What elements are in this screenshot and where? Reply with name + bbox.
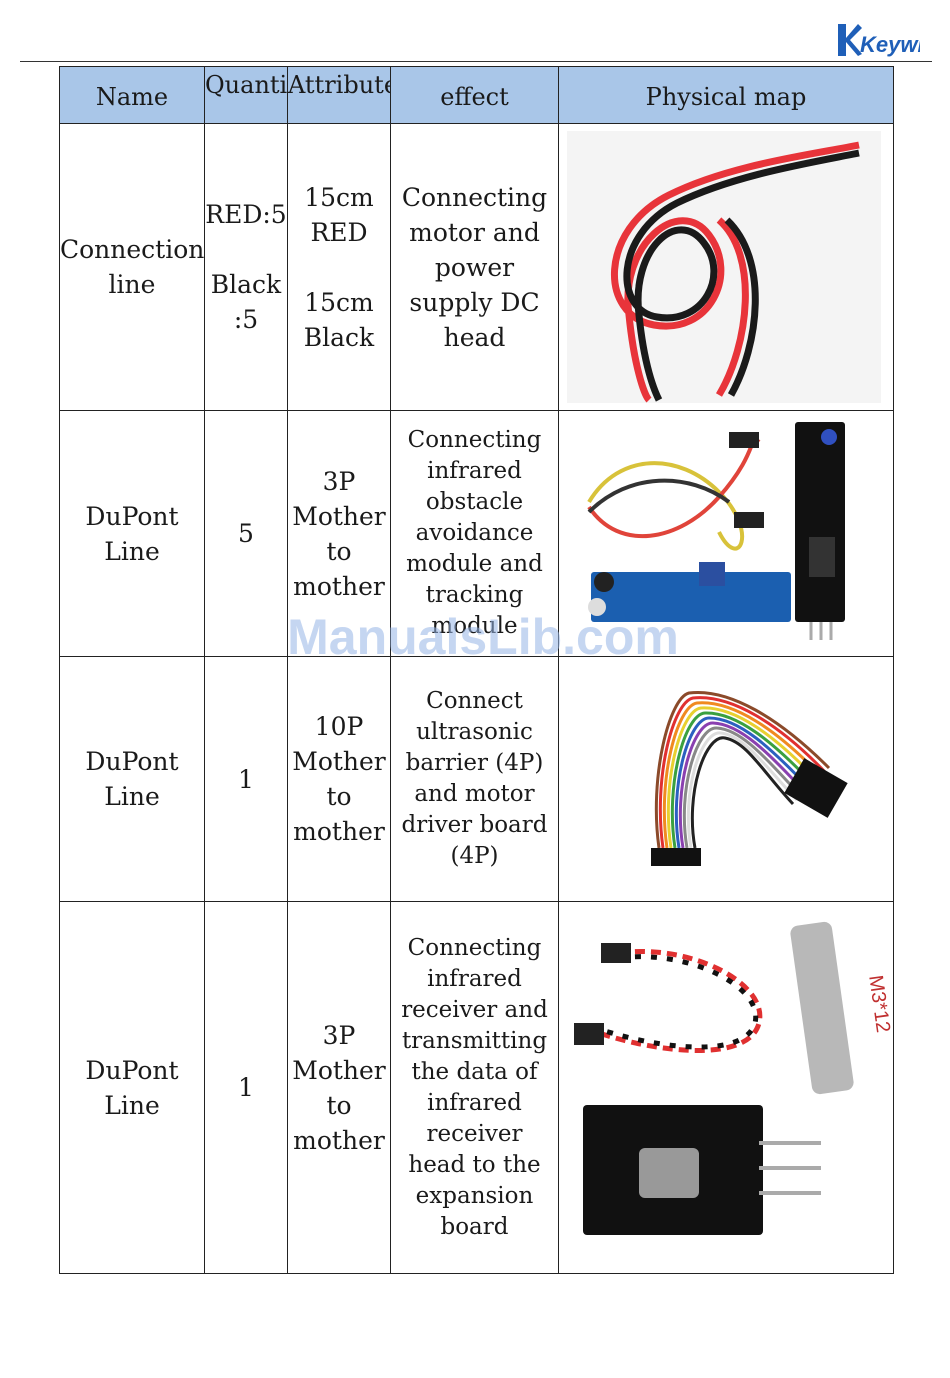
logo-wordmark: Keywish xyxy=(860,32,920,57)
keywish-logo-graphic: Keywish xyxy=(838,24,920,57)
table-row: DuPont Line 1 10P Mother to mother Conne… xyxy=(59,656,894,902)
col-header-attributes: Attributes xyxy=(287,66,391,124)
cell-quantity: 5 xyxy=(204,410,288,657)
cell-attributes: 3P Mother to mother xyxy=(287,901,391,1274)
dupont-3p-and-sensor-modules-image xyxy=(587,421,845,640)
cell-name: DuPont Line xyxy=(59,901,205,1274)
col-header-physical-map: Physical map xyxy=(558,66,894,124)
cell-quantity: 1 xyxy=(204,656,288,902)
parts-table: Name Quantity Attributes effect Physical… xyxy=(59,66,894,1274)
header-rule xyxy=(20,61,932,62)
table-row: DuPont Line 1 3P Mother to mother Connec… xyxy=(59,901,894,1274)
cell-attributes: 3P Mother to mother xyxy=(287,410,391,657)
cell-effect: Connecting motor and power supply DC hea… xyxy=(390,123,559,411)
cell-attributes: 15cm RED 15cm Black xyxy=(287,123,391,411)
cell-quantity: 1 xyxy=(204,901,288,1274)
red-black-wire-image xyxy=(567,130,881,403)
cell-physical-map xyxy=(558,656,894,902)
table-header-row: Name Quantity Attributes effect Physical… xyxy=(59,66,894,124)
dupont-10p-ribbon-image xyxy=(651,690,848,866)
cell-physical-map xyxy=(558,123,894,411)
cell-name: Connection line xyxy=(59,123,205,411)
col-header-quantity: Quantity xyxy=(204,66,288,124)
cell-quantity: RED:5 Black :5 xyxy=(204,123,288,411)
cell-name: DuPont Line xyxy=(59,410,205,657)
col-header-effect: effect xyxy=(390,66,559,124)
col-header-name: Name xyxy=(59,66,205,124)
cell-physical-map: M3*12 xyxy=(558,901,894,1274)
keywish-logo: Keywish xyxy=(838,22,920,58)
screw-marking: M3*12 xyxy=(864,973,893,1033)
cell-effect: Connecting infrared receiver and transmi… xyxy=(390,901,559,1274)
ir-cable-receiver-and-screw-image: M3*12 xyxy=(574,921,893,1235)
cell-effect: Connecting infrared obstacle avoidance m… xyxy=(390,410,559,657)
cell-effect: Connect ultrasonic barrier (4P) and moto… xyxy=(390,656,559,902)
cell-attributes: 10P Mother to mother xyxy=(287,656,391,902)
cell-name: DuPont Line xyxy=(59,656,205,902)
table-row: DuPont Line 5 3P Mother to mother Connec… xyxy=(59,410,894,657)
table-row: Connection line RED:5 Black :5 15cm RED … xyxy=(59,123,894,411)
cell-physical-map xyxy=(558,410,894,657)
